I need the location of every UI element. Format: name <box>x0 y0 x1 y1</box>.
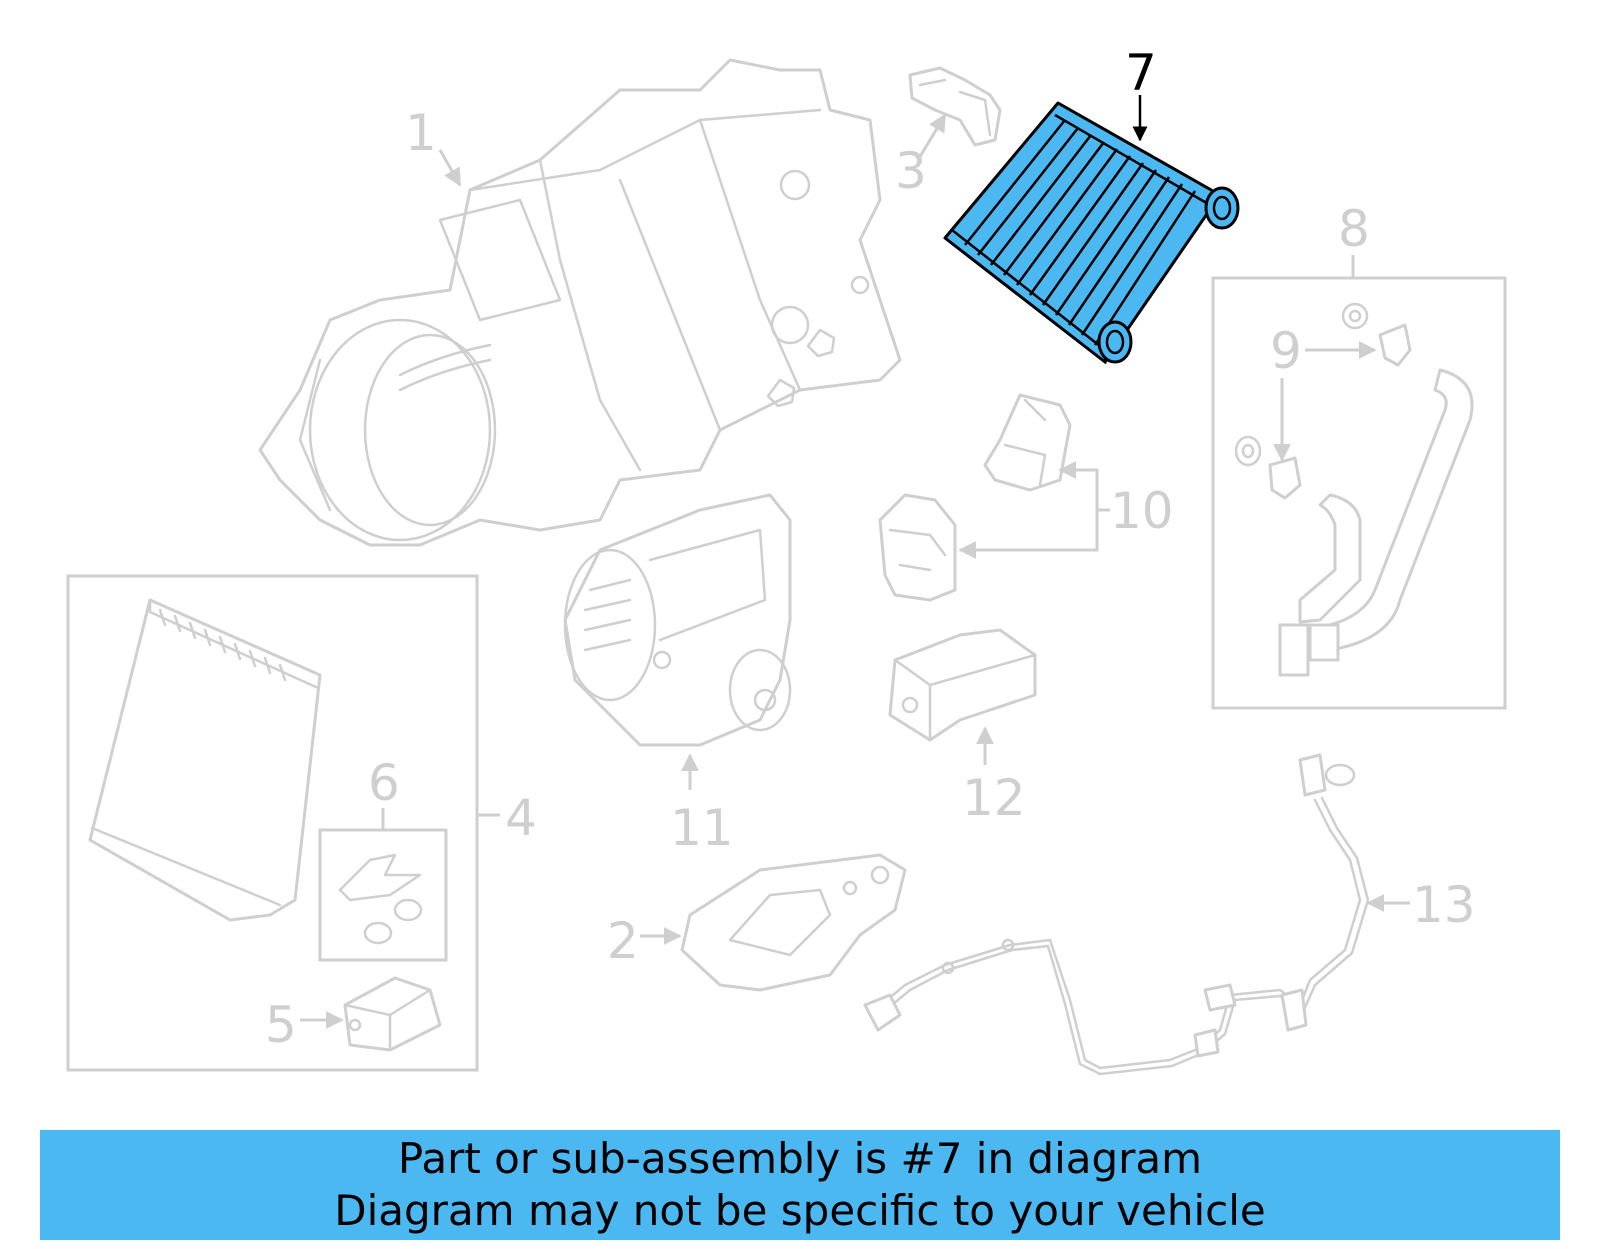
box-8-hoses <box>1211 276 1507 710</box>
part-6-seals <box>338 853 423 945</box>
part-7-heater-core <box>943 101 1240 365</box>
part-3-clip <box>908 66 1002 147</box>
part-5-expansion-valve <box>343 976 442 1052</box>
callout-1: 1 <box>405 104 437 162</box>
callout-10: 10 <box>1110 482 1174 540</box>
part-11-blower-motor <box>563 493 792 747</box>
part-12-control-module <box>888 628 1037 742</box>
callout-8: 8 <box>1338 200 1370 258</box>
callout-13: 13 <box>1412 876 1476 934</box>
callout-12: 12 <box>962 769 1026 827</box>
part-10-actuator-upper <box>983 393 1072 492</box>
callout-2: 2 <box>607 912 639 970</box>
callout-6: 6 <box>368 754 400 812</box>
leader-1 <box>438 149 462 187</box>
info-banner: Part or sub-assembly is #7 in diagram Di… <box>40 1130 1560 1240</box>
callout-9: 9 <box>1270 322 1302 380</box>
part-8-hose-assembly <box>1234 302 1474 677</box>
banner-line-2: Diagram may not be specific to your vehi… <box>334 1186 1266 1235</box>
parts-diagram: 1 3 7 8 <box>66 44 1507 1076</box>
part-10-actuator-lower <box>878 493 957 602</box>
part-2-bracket <box>680 853 907 992</box>
callout-3: 3 <box>895 142 927 200</box>
part-1-hvac-housing <box>258 58 902 547</box>
box-4-evaporator <box>66 574 479 1072</box>
callout-11: 11 <box>670 799 734 857</box>
leader-10a <box>1058 461 1099 510</box>
banner-line-1: Part or sub-assembly is #7 in diagram <box>397 1134 1203 1183</box>
leader-10b <box>958 510 1099 559</box>
callout-4: 4 <box>505 789 537 847</box>
leader-3 <box>916 113 947 161</box>
part-4-evaporator <box>88 598 322 922</box>
callout-5: 5 <box>265 996 297 1054</box>
part-13-wiring-harness <box>863 753 1370 1076</box>
callout-7: 7 <box>1125 44 1157 102</box>
